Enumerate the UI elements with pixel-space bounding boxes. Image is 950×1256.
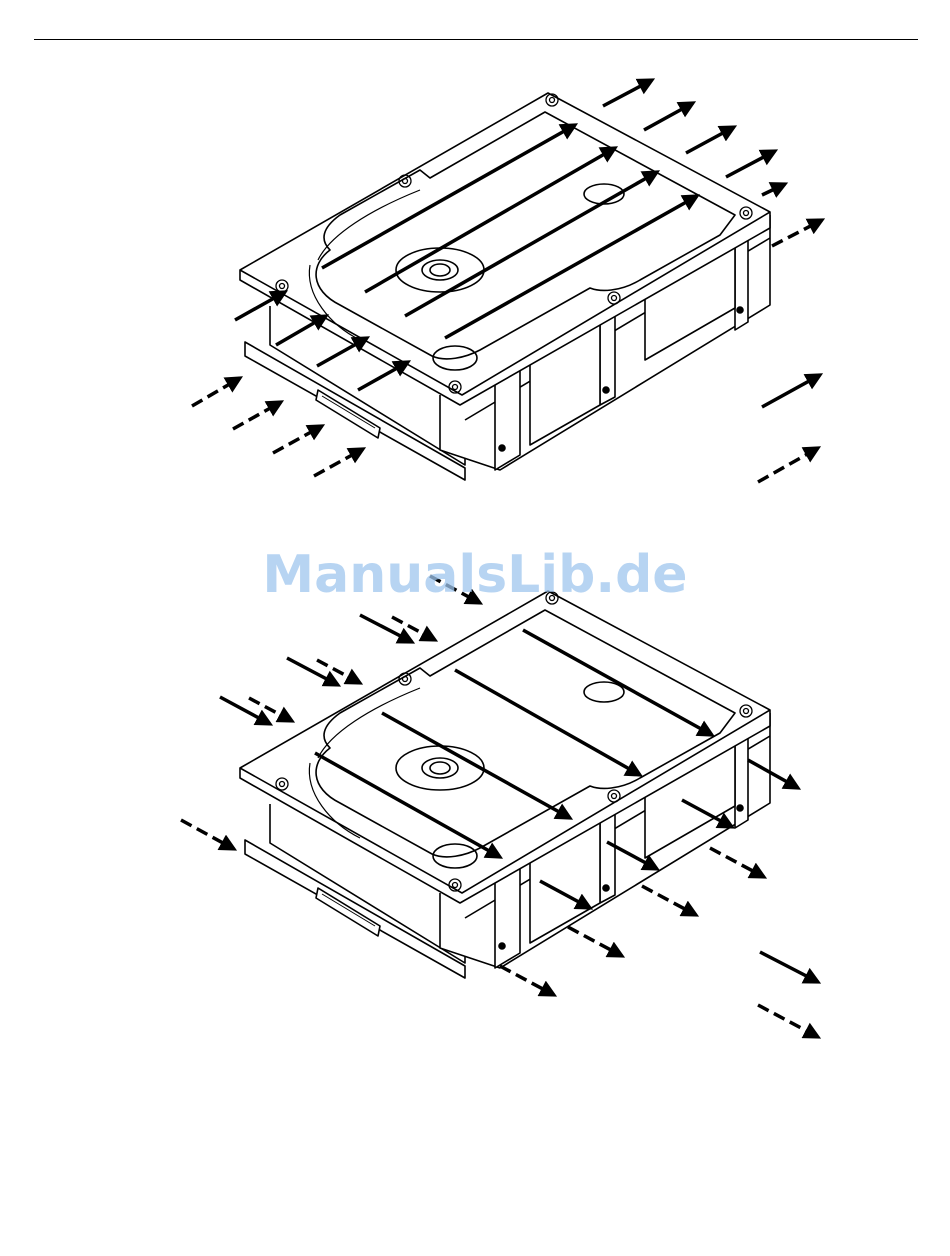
legend-solid-arrow-icon bbox=[760, 952, 818, 982]
drive-airflow-figure-top bbox=[0, 60, 950, 500]
dashed-arrow-icon bbox=[273, 426, 322, 453]
legend-dashed-arrow-icon bbox=[758, 448, 818, 482]
dashed-arrow-icon bbox=[317, 660, 360, 683]
legend-solid-arrow-icon bbox=[762, 375, 820, 407]
dashed-arrow-icon bbox=[710, 848, 764, 877]
legend-dashed-arrow-icon bbox=[758, 1005, 818, 1037]
solid-arrow-icon bbox=[686, 127, 734, 153]
solid-arrow-icon bbox=[762, 184, 785, 195]
solid-arrow-icon bbox=[726, 151, 775, 177]
dashed-arrow-icon bbox=[642, 886, 696, 915]
solid-arrow-icon bbox=[287, 658, 338, 685]
dashed-arrow-icon bbox=[568, 927, 622, 956]
dashed-arrow-icon bbox=[314, 449, 363, 476]
dashed-arrow-icon bbox=[233, 402, 281, 429]
drive-body bbox=[240, 591, 770, 978]
header-rule bbox=[34, 39, 918, 40]
dashed-arrow-icon bbox=[192, 378, 240, 406]
solid-arrow-icon bbox=[644, 103, 693, 130]
solid-arrow-icon bbox=[360, 615, 412, 642]
drive-airflow-figure-bottom bbox=[0, 570, 950, 1050]
dashed-arrow-icon bbox=[181, 820, 234, 849]
solid-arrow-icon bbox=[220, 697, 270, 724]
dashed-arrow-icon bbox=[430, 576, 480, 603]
dashed-arrow-icon bbox=[500, 966, 554, 995]
dashed-arrow-icon bbox=[772, 220, 822, 246]
solid-arrow-icon bbox=[603, 80, 652, 106]
